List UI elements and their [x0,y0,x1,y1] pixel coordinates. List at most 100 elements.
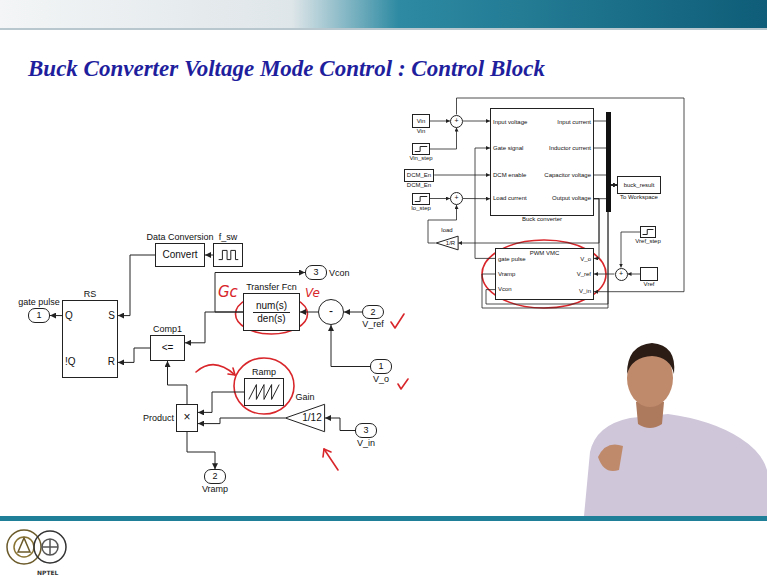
block-text: <= [162,342,174,354]
signal-wire [50,315,62,316]
step-trace [643,230,654,235]
outport: 3Vcon [305,265,327,279]
block-label: Comp1 [153,324,182,334]
signal-wire [594,274,615,275]
signal-wire [594,121,617,185]
pulse-icon [214,244,242,266]
block-body: × [177,405,197,431]
signal-wire [325,418,355,431]
block-body: 1 [29,309,49,321]
signal-wire [430,128,457,150]
signal-wire [331,325,370,367]
port-label: V_ref [577,271,591,278]
port-label: V_o [580,256,591,263]
block-body: num(s)den(s) [244,294,299,330]
block-body: 3 [306,266,326,278]
step-block: Io_step [412,193,430,205]
block-label: load [441,227,452,234]
port-label: Vramp [498,271,515,278]
block-label: V_ref [362,319,384,329]
block-body: + [451,193,462,204]
block-body: 2 [205,470,225,482]
port-label: Gate signal [493,145,523,152]
gain-block: Gain1/12 [285,404,325,432]
transfer-function: Transfer Fcnnum(s)den(s) [243,293,300,331]
subsystem-block: PWM VMCgate pulseVrampVconV_oV_refV_in [495,248,594,300]
block-label: Product [143,413,174,423]
block-title: PWM VMC [530,250,560,257]
pulse-trace [219,250,239,259]
port-label: Input current [557,118,591,125]
port-label: Capacitor voltage [544,171,591,178]
signal-wire [428,205,457,243]
signal-wire [185,312,243,343]
block-body: buck_result [618,177,660,193]
block-text: 1 [36,310,41,320]
subsystem-block: Input voltageGate signalDCM enableLoad c… [490,108,594,216]
signal-wire [344,312,362,313]
block-text: num(s) [253,300,290,313]
block-body: 1/R [436,236,458,250]
signal-wire [205,255,213,256]
logo-caption: NPTEL [37,569,58,576]
product-block: Product× [176,404,198,432]
ramp-block: Ramp [244,378,284,406]
signal-wire [198,418,285,424]
block-body: 1/12 [285,404,325,432]
conversion-block: Data ConversionConvert [155,243,205,267]
gain-block: load1/R [436,236,458,250]
step-icon [413,144,429,154]
block-text: 1 [378,361,383,371]
mux-bar [606,112,611,212]
block-label: Vcon [329,267,350,277]
block-text: Convert [162,249,197,261]
block-text: Vin [417,118,426,125]
step-block: Vin_step [412,143,430,155]
sum-block: + [450,115,463,128]
block-body: + [616,269,627,280]
hand-annotation [196,240,606,470]
signal-wire [118,348,150,362]
block-text: 2 [212,471,217,481]
signal-wire [463,121,490,122]
port-label: DCM enable [493,171,526,178]
block-label: Vin_step [409,155,432,162]
signal-wire [168,361,188,404]
signal-wire [187,432,215,469]
inport: 2V_ref [362,305,384,319]
block-text: - [329,305,333,319]
inport: 1V_o [370,359,392,373]
signal-wire [198,392,244,412]
block-label: Transfer Fcn [246,282,297,292]
constant-block: DCM_EnDCM_En [404,169,434,182]
step-trace [415,147,427,152]
signal-wire [628,274,641,275]
inport: 3V_in [355,423,377,437]
constant-block: Vref [640,267,658,281]
sum-block: - [318,299,344,325]
block-label: Buck converter [522,216,562,223]
signal-wire [594,185,617,199]
block-text: × [183,411,190,425]
block-text: 1/12 [302,412,321,424]
block-text: 3 [313,267,318,277]
top-rule [0,28,767,30]
block-text: 1/R [446,240,455,247]
ramp-trace [249,385,279,400]
block-text: + [619,270,623,278]
block-label: RS [84,289,97,299]
signal-wire [430,198,450,199]
block-label: Gain [295,392,314,402]
block-body: - [319,300,343,324]
handwritten-note: Gc [218,283,238,301]
step-trace [415,196,427,201]
block-label: Vin [417,128,426,135]
rs-latch: RSQS!QR [62,300,118,378]
pulse-generator: f_sw [213,243,243,267]
port-label: Inductor current [549,145,591,152]
block-text: + [454,194,458,202]
block-body: 3 [356,424,376,436]
